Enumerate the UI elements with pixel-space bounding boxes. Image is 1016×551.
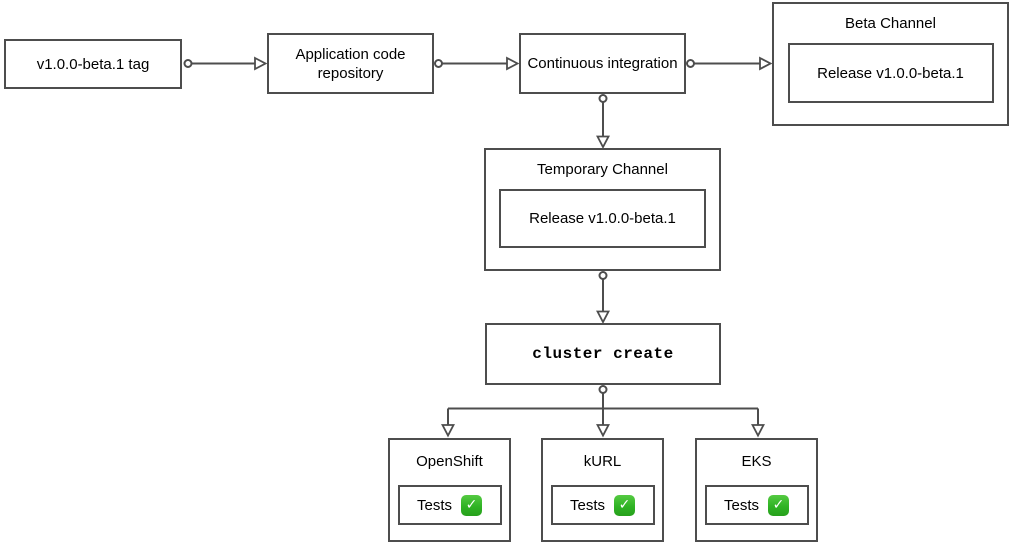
beta-release-label: Release v1.0.0-beta.1 <box>817 64 964 82</box>
node-beta-channel: Beta Channel Release v1.0.0-beta.1 <box>772 2 1009 126</box>
node-cluster-create-command: cluster create <box>485 323 721 385</box>
kurl-tests-label: Tests <box>569 496 605 514</box>
check-mark-glyph: ✓ <box>465 497 478 513</box>
arrow-ci-to-beta-channel <box>686 56 773 71</box>
node-kurl: kURL Tests ✓ <box>541 438 664 542</box>
node-version-tag: v1.0.0-beta.1 tag <box>4 39 182 89</box>
arrow-cluster-create-to-clusters <box>441 385 765 438</box>
kurl-title: kURL <box>583 453 622 470</box>
node-openshift-tests: Tests ✓ <box>397 485 502 525</box>
node-temporary-release: Release v1.0.0-beta.1 <box>499 189 706 248</box>
node-eks-tests: Tests ✓ <box>704 485 809 525</box>
temporary-channel-title: Temporary Channel <box>537 161 668 178</box>
node-app-code-repository: Application code repository <box>267 33 434 94</box>
check-icon: ✓ <box>768 494 789 516</box>
arrow-tag-to-repo <box>183 56 268 71</box>
eks-tests-label: Tests <box>723 496 759 514</box>
beta-channel-title: Beta Channel <box>845 15 936 32</box>
node-eks: EKS Tests ✓ <box>695 438 818 542</box>
cluster-create-label: cluster create <box>532 344 674 363</box>
arrow-repo-to-ci <box>434 56 520 71</box>
node-beta-release: Release v1.0.0-beta.1 <box>787 43 994 103</box>
eks-title: EKS <box>741 453 772 470</box>
check-icon: ✓ <box>614 494 635 516</box>
node-openshift: OpenShift Tests ✓ <box>388 438 511 542</box>
arrow-temporary-channel-to-cluster-create <box>596 271 610 324</box>
node-version-tag-label: v1.0.0-beta.1 tag <box>36 55 150 73</box>
node-kurl-tests: Tests ✓ <box>550 485 655 525</box>
node-temporary-channel: Temporary Channel Release v1.0.0-beta.1 <box>484 148 721 271</box>
node-continuous-integration-label: Continuous integration <box>527 55 678 72</box>
node-app-code-repository-label: Application code repository <box>295 45 406 82</box>
openshift-title: OpenShift <box>416 453 483 470</box>
temporary-release-label: Release v1.0.0-beta.1 <box>529 210 676 227</box>
check-icon: ✓ <box>461 494 482 516</box>
check-mark-glyph: ✓ <box>618 497 631 513</box>
arrow-ci-to-temporary-channel <box>596 94 610 149</box>
node-continuous-integration: Continuous integration <box>519 33 686 94</box>
check-mark-glyph: ✓ <box>772 497 785 513</box>
openshift-tests-label: Tests <box>416 496 452 514</box>
